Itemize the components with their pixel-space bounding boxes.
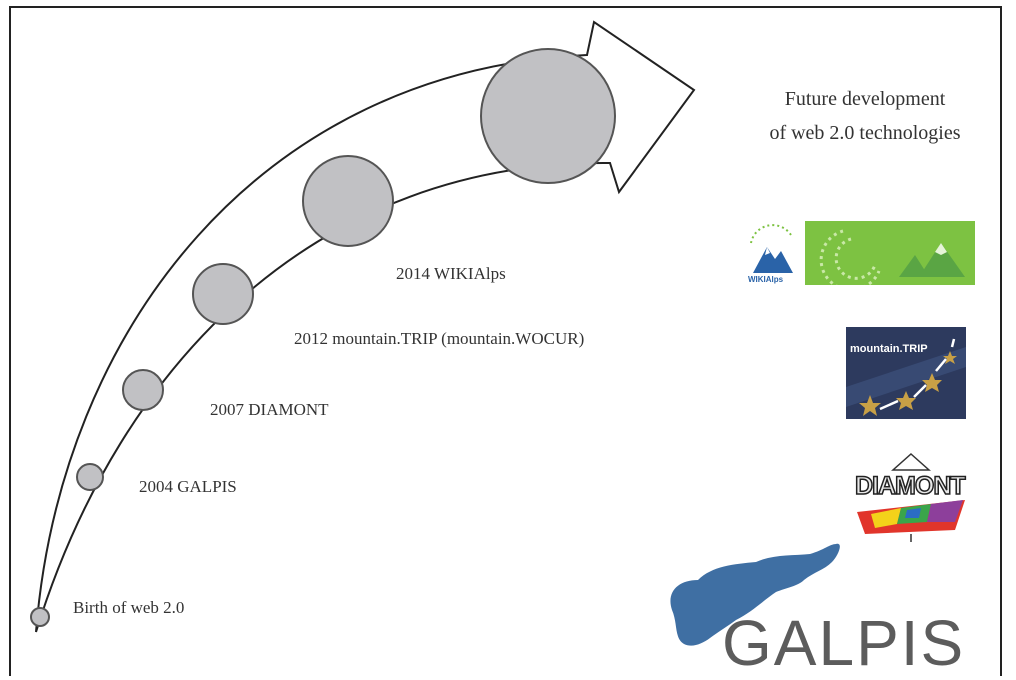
- milestone-label-galpis: 2004 GALPIS: [139, 477, 237, 496]
- milestone-dot-diamont: [122, 369, 164, 411]
- future-dot: [480, 48, 616, 184]
- milestone-label-mountaintrip: 2012 mountain.TRIP (mountain.WOCUR): [294, 329, 585, 348]
- wikialps-logo-text: WIKIAlps: [748, 275, 784, 284]
- milestone-dot-galpis: [76, 463, 104, 491]
- milestone-dot-wikialps: [302, 155, 394, 247]
- galpis-logo: GALPIS: [664, 540, 984, 679]
- diamont-logo-text: DIAMONT: [854, 471, 966, 501]
- mountaintrip-logo: mountain.TRIP: [846, 327, 966, 419]
- future-caption-line2: of web 2.0 technologies: [769, 122, 961, 144]
- mountaintrip-logo-image: [846, 338, 966, 416]
- milestone-label-birth: Birth of web 2.0: [73, 598, 185, 617]
- future-caption-line1: Future development: [784, 88, 946, 110]
- diamont-logo: DIAMONT: [851, 452, 971, 544]
- milestone-dot-birth: [30, 607, 50, 627]
- diamont-logo-image: [857, 452, 965, 542]
- wikialps-logo-image: [739, 221, 975, 292]
- galpis-logo-text: GALPIS: [722, 607, 966, 679]
- galpis-logo-image: [670, 543, 840, 646]
- milestone-dot-mountaintrip: [192, 263, 254, 325]
- future-caption: Future development of web 2.0 technologi…: [740, 82, 990, 150]
- wikialps-logo: WIKIAlps: [739, 221, 975, 292]
- mountaintrip-logo-text: mountain.TRIP: [850, 343, 928, 355]
- milestone-label-diamont: 2007 DIAMONT: [210, 400, 329, 419]
- timeline-arrow: [35, 20, 696, 633]
- milestone-label-wikialps: 2014 WIKIAlps: [396, 264, 506, 283]
- diagram-frame: [9, 6, 1002, 676]
